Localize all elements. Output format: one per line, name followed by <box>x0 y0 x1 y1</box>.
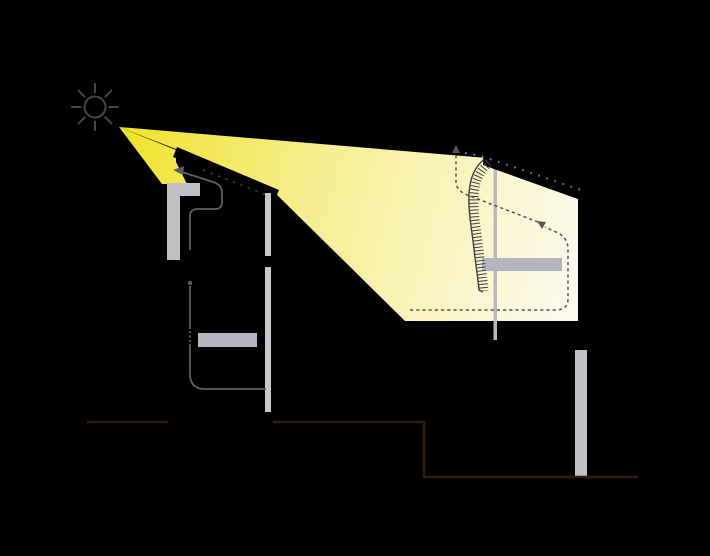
clerestory-wall-left <box>167 183 180 260</box>
light-beam <box>119 127 578 321</box>
partition-wall-upper <box>265 193 271 256</box>
duct-arrow <box>173 166 184 175</box>
radiator-bar-left <box>198 333 257 347</box>
partition-wall-lower <box>265 267 271 412</box>
airflow-dashed-path <box>410 226 569 311</box>
glazing-pole-right <box>493 163 497 340</box>
ground-line <box>87 420 638 479</box>
duct-bottom-curve <box>189 344 266 390</box>
thermal-shelf-right <box>482 258 562 271</box>
duct-upper-path <box>181 171 223 250</box>
airflow-arrow-left <box>537 221 546 229</box>
airflow-arrow-up <box>452 145 460 153</box>
duct-node-dot <box>187 280 193 286</box>
roof-glazing-dotted-line <box>456 150 585 192</box>
light-beam-wedge <box>119 127 187 184</box>
right-exterior-wall <box>575 350 587 477</box>
solar-collector-panel <box>173 147 279 200</box>
airflow-dashed-diagonal <box>455 152 539 223</box>
insulation-curtain <box>468 158 485 293</box>
sun-icon <box>71 83 119 131</box>
